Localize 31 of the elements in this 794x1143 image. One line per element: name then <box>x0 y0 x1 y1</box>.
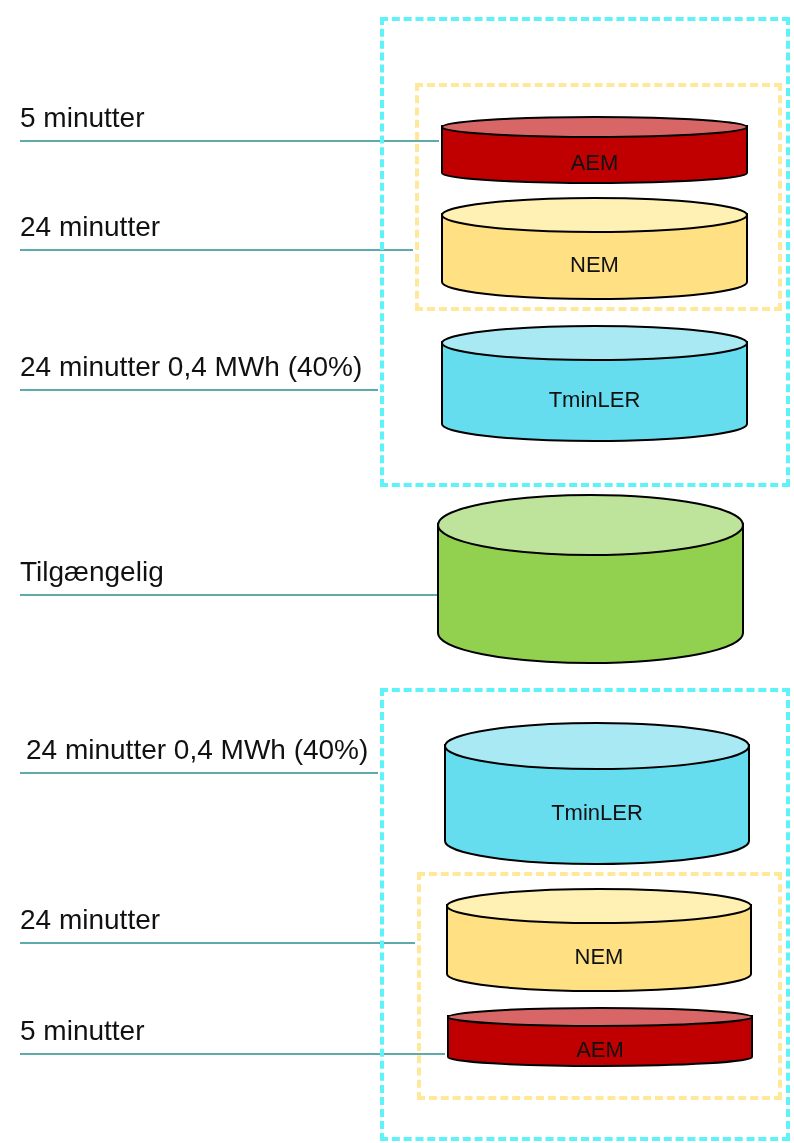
cylinder <box>446 888 752 992</box>
cylinder <box>441 197 748 300</box>
cylinder-label: TminLER <box>550 800 644 826</box>
cylinder-label: NEM <box>569 252 620 278</box>
leader-line <box>19 772 379 774</box>
cylinder <box>444 722 750 865</box>
leader-line <box>19 140 440 142</box>
cylinder-label: TminLER <box>547 387 642 413</box>
leader-line <box>19 594 440 596</box>
dashed-frame <box>415 83 782 311</box>
annotation-text: 24 minutter <box>20 901 161 943</box>
cylinder-label: AEM <box>569 150 620 176</box>
annotation-text: 24 minutter 0,4 MWh (40%) <box>26 731 369 773</box>
leader-line <box>19 249 414 251</box>
dashed-frame <box>380 688 790 1141</box>
leader-line <box>19 389 379 391</box>
cylinder <box>441 325 748 442</box>
dashed-frame <box>380 17 790 487</box>
annotation-text: 24 minutter <box>20 208 161 250</box>
cylinder-label: AEM <box>575 1036 625 1063</box>
cylinder <box>441 116 748 184</box>
leader-line <box>19 942 416 944</box>
cylinder <box>437 494 744 664</box>
dashed-frame <box>417 872 782 1100</box>
annotation-text: Tilgængelig <box>20 553 164 595</box>
annotation-text: 24 minutter 0,4 MWh (40%) <box>20 348 363 390</box>
cylinder-label: NEM <box>573 943 625 970</box>
cylinder <box>447 1007 753 1067</box>
annotation-text: 5 minutter <box>20 99 145 141</box>
annotation-text: 5 minutter <box>20 1012 145 1054</box>
leader-line <box>19 1053 446 1055</box>
